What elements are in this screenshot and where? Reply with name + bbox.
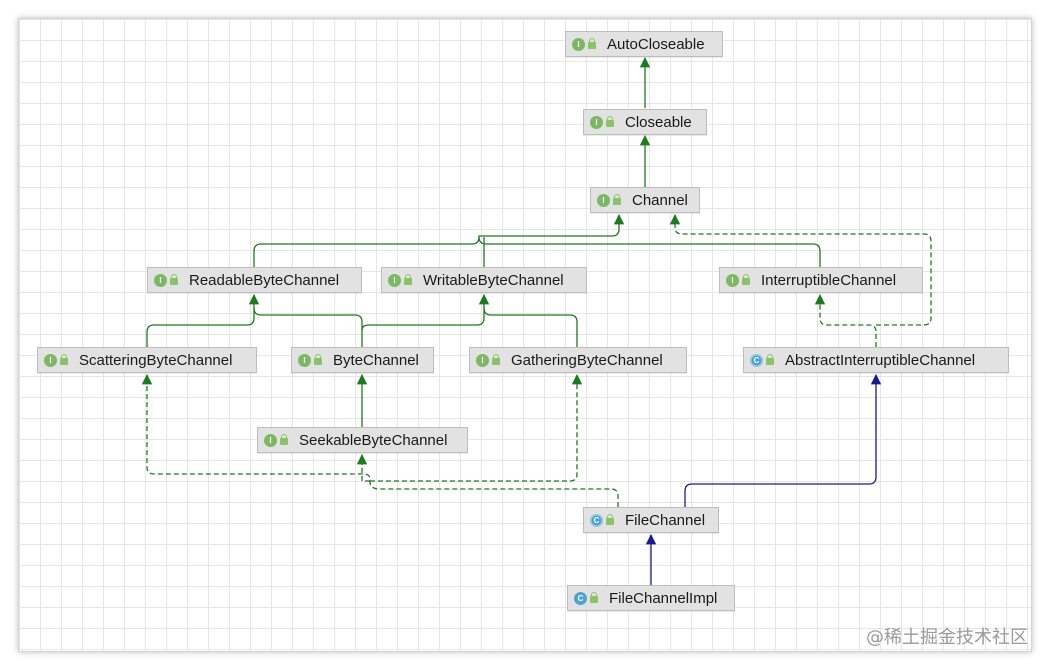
node-scatteringbytechannel[interactable]: I ScatteringByteChannel	[37, 347, 257, 373]
watermark: @稀土掘金技术社区	[866, 627, 1028, 648]
diagram-canvas	[18, 18, 1032, 652]
interface-icon: I	[726, 273, 739, 287]
class-icon: C	[574, 591, 587, 605]
node-label: SeekableByteChannel	[299, 431, 448, 449]
node-label: GatheringByteChannel	[511, 351, 663, 369]
node-seekablebytechannel[interactable]: I SeekableByteChannel	[257, 427, 468, 453]
node-abstractinterruptiblechannel[interactable]: C AbstractInterruptibleChannel	[743, 347, 1009, 373]
node-label: WritableByteChannel	[423, 271, 564, 289]
edge-bytechannel-readable	[253, 307, 363, 347]
lock-icon	[588, 38, 596, 49]
edge-gathering-writable	[483, 307, 578, 347]
interface-icon: I	[572, 37, 585, 51]
node-filechannel[interactable]: C FileChannel	[583, 507, 719, 533]
interface-icon: I	[590, 115, 603, 129]
lock-icon	[170, 274, 178, 285]
node-label: Channel	[632, 191, 688, 209]
node-autocloseable[interactable]: I AutoCloseable	[565, 31, 723, 57]
node-interruptiblechannel[interactable]: I InterruptibleChannel	[719, 267, 923, 293]
edge-interruptible-channel	[478, 236, 821, 267]
edge-filechannel-abstractinterruptible	[684, 373, 882, 507]
node-label: ByteChannel	[333, 351, 419, 369]
node-label: AbstractInterruptibleChannel	[785, 351, 976, 369]
edge-scattering-readable	[146, 293, 260, 347]
edge-filechannel-gathering	[370, 373, 583, 482]
node-writablebytechannel[interactable]: I WritableByteChannel	[381, 267, 587, 293]
node-readablebytechannel[interactable]: I ReadableByteChannel	[147, 267, 362, 293]
abstract-class-icon: C	[750, 353, 763, 367]
lock-icon	[606, 116, 614, 127]
node-bytechannel[interactable]: I ByteChannel	[291, 347, 434, 373]
interface-icon: I	[264, 433, 277, 447]
lock-icon	[766, 354, 774, 365]
node-channel[interactable]: I Channel	[590, 187, 700, 213]
node-label: ScatteringByteChannel	[79, 351, 233, 369]
node-label: AutoCloseable	[607, 35, 705, 53]
node-label: FileChannelImpl	[609, 589, 718, 607]
node-label: ReadableByteChannel	[189, 271, 340, 289]
interface-icon: I	[44, 353, 57, 367]
node-gatheringbytechannel[interactable]: I GatheringByteChannel	[469, 347, 687, 373]
lock-icon	[280, 434, 288, 445]
interface-icon: I	[388, 273, 401, 287]
node-label: Closeable	[625, 113, 692, 131]
interface-icon: I	[298, 353, 311, 367]
interface-icon: I	[476, 353, 489, 367]
interface-icon: I	[597, 193, 610, 207]
edge-readable-channel	[253, 213, 625, 267]
interface-icon: I	[154, 273, 167, 287]
edge-abstractinterruptible-channel	[669, 213, 932, 326]
edge-bytechannel-writable	[361, 293, 490, 331]
node-filechannelimpl[interactable]: C FileChannelImpl	[567, 585, 735, 611]
edge-filechannel-seekable	[356, 453, 370, 482]
lock-icon	[590, 592, 598, 603]
abstract-class-icon: C	[590, 513, 603, 527]
lock-icon	[60, 354, 68, 365]
lock-icon	[492, 354, 500, 365]
lock-icon	[742, 274, 750, 285]
lock-icon	[314, 354, 322, 365]
lock-icon	[613, 194, 621, 205]
lock-icon	[606, 514, 614, 525]
lock-icon	[404, 274, 412, 285]
edge-abstractinterruptible-interruptible	[814, 293, 877, 347]
node-label: FileChannel	[625, 511, 706, 529]
node-label: InterruptibleChannel	[761, 271, 897, 289]
node-closeable[interactable]: I Closeable	[583, 109, 707, 135]
